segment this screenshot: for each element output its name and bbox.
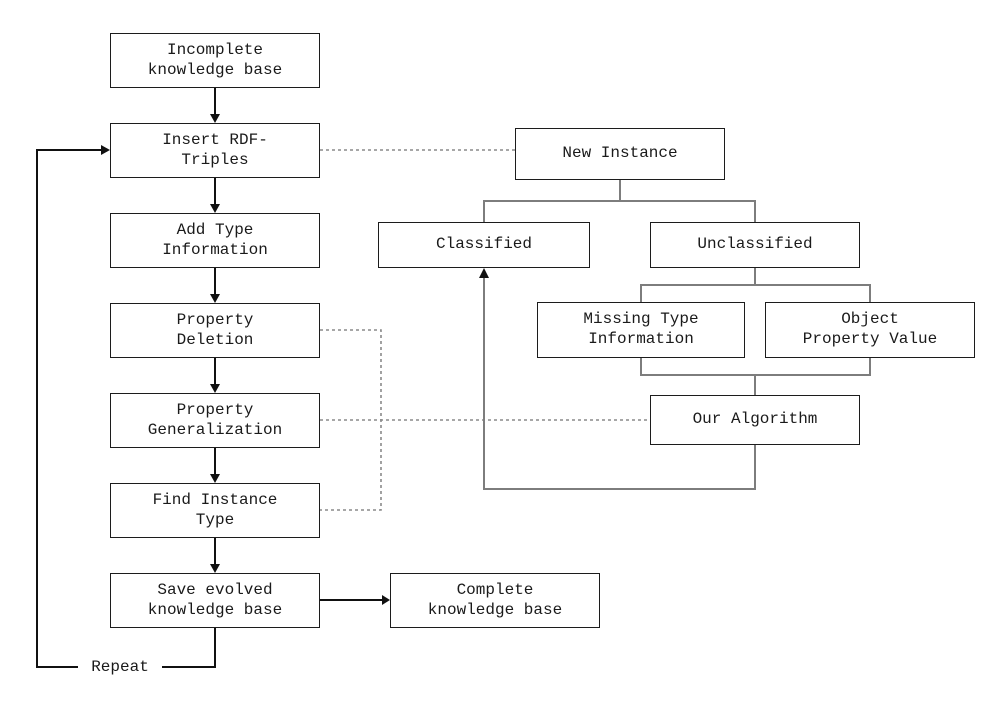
tree-new-instance-children [483,180,756,222]
node-save-evolved-knowledge-base: Save evolved knowledge base [110,573,320,628]
node-add-type-information: Add Type Information [110,213,320,268]
arrowhead-down-4 [210,384,220,393]
arrowhead-down-5 [210,474,220,483]
node-new-instance: New Instance [515,128,725,180]
tree-children-to-algorithm [640,358,871,395]
node-our-algorithm: Our Algorithm [650,395,860,445]
repeat-loop-line [36,149,216,668]
node-insert-rdf-triples: Insert RDF- Triples [110,123,320,178]
node-object-property-value: Object Property Value [765,302,975,358]
arrowhead-down-1 [210,114,220,123]
repeat-label: Repeat [78,656,162,678]
arrowhead-up-classified [479,268,489,278]
arrowhead-right-complete [382,595,390,605]
node-missing-type-information: Missing Type Information [537,302,745,358]
node-classified: Classified [378,222,590,268]
node-unclassified: Unclassified [650,222,860,268]
node-complete-knowledge-base: Complete knowledge base [390,573,600,628]
tree-unclassified-children [640,268,871,302]
arrowhead-right-insert [101,145,110,155]
flow-arrow-lines [214,88,383,601]
arrowhead-down-3 [210,294,220,303]
arrowhead-down-6 [210,564,220,573]
node-find-instance-type: Find Instance Type [110,483,320,538]
feedback-algorithm-to-classified [483,277,756,490]
arrowhead-down-2 [210,204,220,213]
node-incomplete-knowledge-base: Incomplete knowledge base [110,33,320,88]
node-property-deletion: Property Deletion [110,303,320,358]
node-property-generalization: Property Generalization [110,393,320,448]
